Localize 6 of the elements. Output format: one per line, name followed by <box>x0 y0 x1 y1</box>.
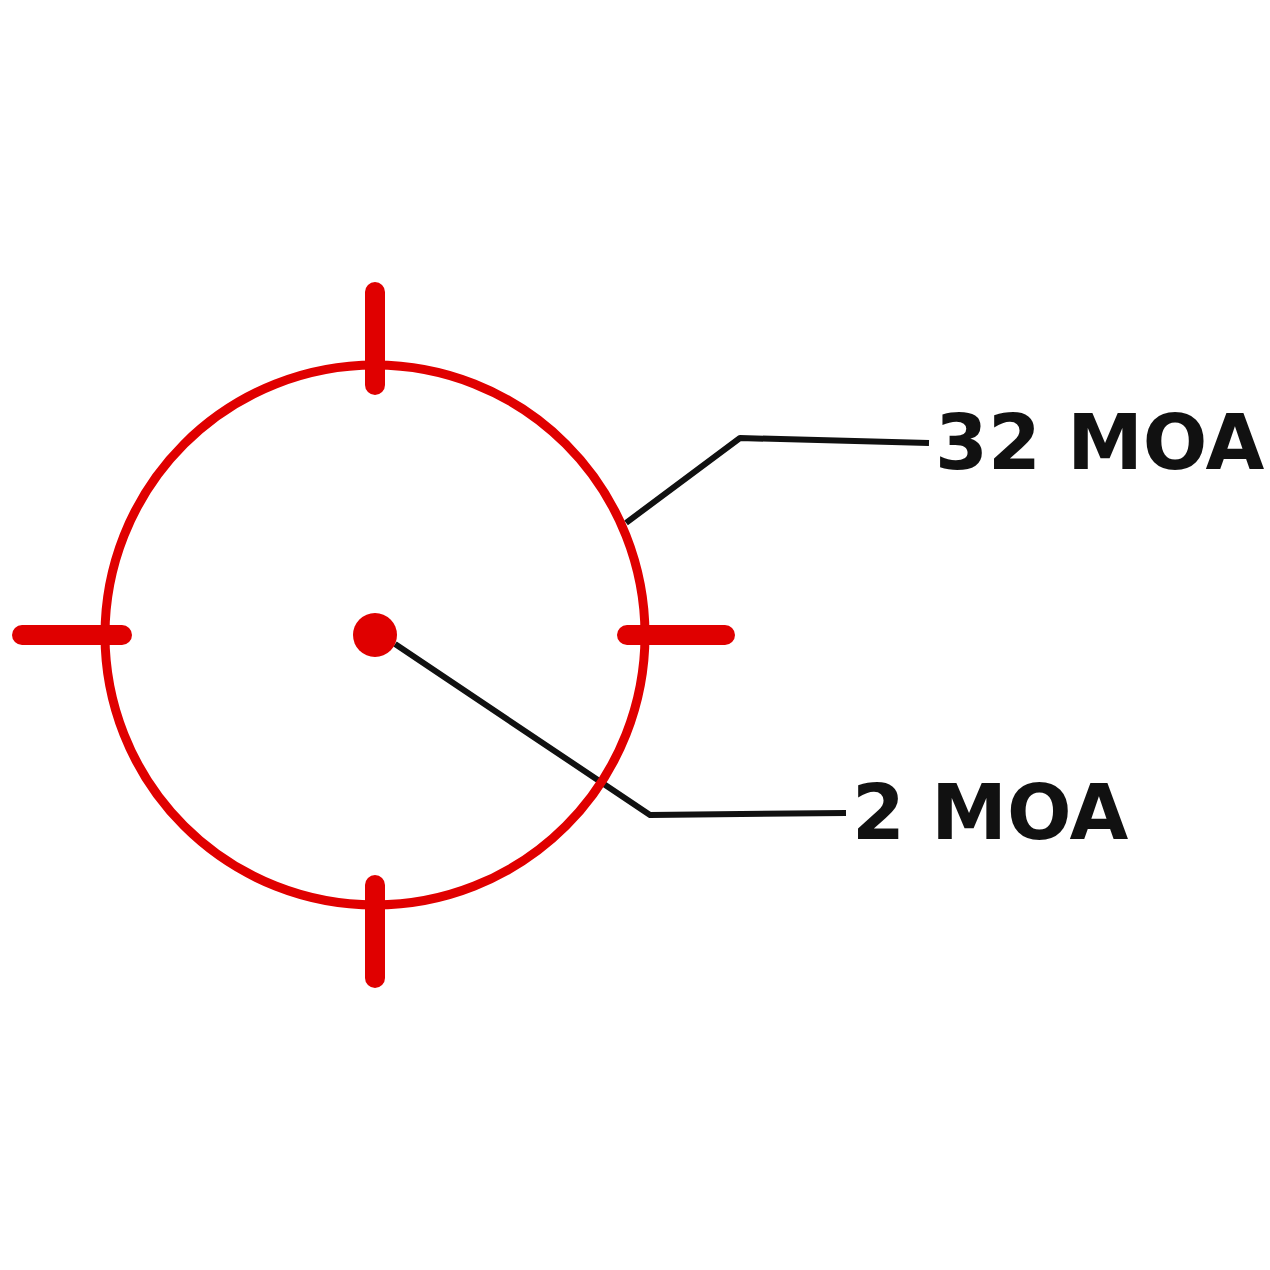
center-dot <box>353 613 397 657</box>
leader-line <box>624 435 930 526</box>
measurement-label: 32 MOA <box>935 405 1265 481</box>
measurement-label: 2 MOA <box>852 775 1129 851</box>
reticle-circle <box>100 360 650 910</box>
leader-line <box>393 641 847 818</box>
